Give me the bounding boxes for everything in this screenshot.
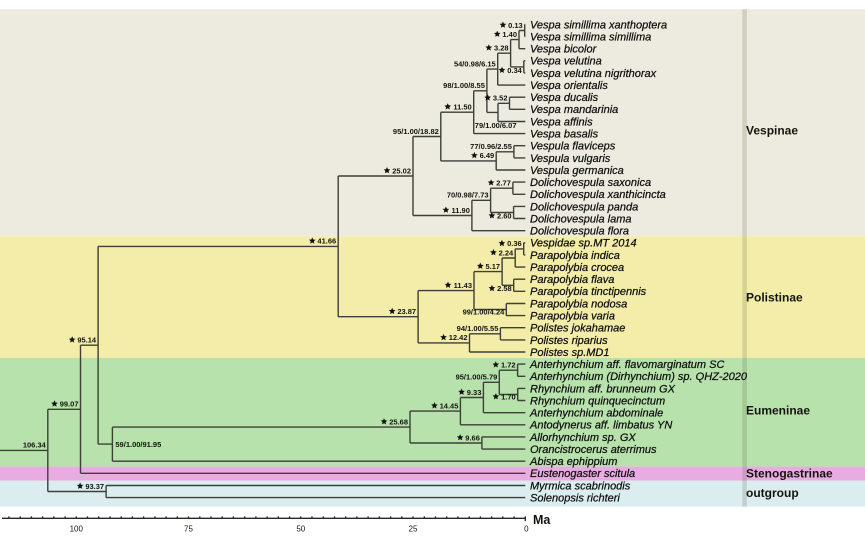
svg-text:Vespa velutina nigrithorax: Vespa velutina nigrithorax bbox=[530, 68, 657, 80]
svg-text:1.40: 1.40 bbox=[502, 30, 517, 39]
svg-text:Parapolybia flava: Parapolybia flava bbox=[530, 274, 614, 286]
svg-text:Parapolybia indica: Parapolybia indica bbox=[530, 250, 620, 262]
svg-text:Vespa velutina: Vespa velutina bbox=[530, 56, 602, 68]
svg-text:100: 100 bbox=[70, 525, 84, 534]
svg-text:Antodynerus aff. limbatus YN: Antodynerus aff. limbatus YN bbox=[529, 420, 672, 432]
svg-text:99/1.00/4.24: 99/1.00/4.24 bbox=[463, 308, 506, 317]
svg-text:2.58: 2.58 bbox=[497, 284, 512, 293]
svg-text:12.42: 12.42 bbox=[449, 333, 468, 342]
svg-text:Allorhynchium sp. GX: Allorhynchium sp. GX bbox=[529, 432, 636, 444]
svg-text:Parapolybia nodosa: Parapolybia nodosa bbox=[530, 298, 627, 310]
svg-text:11.90: 11.90 bbox=[452, 206, 470, 215]
svg-text:106.34: 106.34 bbox=[23, 441, 47, 450]
svg-text:95/1.00/18.82: 95/1.00/18.82 bbox=[393, 127, 439, 136]
svg-text:25: 25 bbox=[409, 525, 418, 534]
svg-text:23.87: 23.87 bbox=[397, 307, 416, 316]
svg-text:Parapolybia crocea: Parapolybia crocea bbox=[530, 262, 624, 274]
svg-text:Polistes riparius: Polistes riparius bbox=[530, 335, 608, 347]
svg-text:1.70: 1.70 bbox=[501, 392, 516, 401]
svg-text:Polistes sp.MD1: Polistes sp.MD1 bbox=[530, 347, 609, 359]
svg-text:Vespula germanica: Vespula germanica bbox=[530, 165, 624, 177]
svg-text:0: 0 bbox=[524, 525, 529, 534]
svg-text:Stenogastrinae: Stenogastrinae bbox=[746, 467, 833, 481]
svg-text:Vespidae sp.MT 2014: Vespidae sp.MT 2014 bbox=[530, 238, 637, 250]
svg-text:95.14: 95.14 bbox=[77, 336, 97, 345]
svg-text:Anterhynchium aff. flavomargin: Anterhynchium aff. flavomarginatum SC bbox=[529, 359, 724, 371]
svg-text:Orancistrocerus aterrimus: Orancistrocerus aterrimus bbox=[530, 444, 657, 456]
svg-text:50: 50 bbox=[296, 525, 305, 534]
svg-text:3.52: 3.52 bbox=[493, 94, 508, 103]
svg-text:Solenopsis richteri: Solenopsis richteri bbox=[530, 493, 620, 505]
svg-text:9.66: 9.66 bbox=[465, 433, 480, 442]
svg-text:3.28: 3.28 bbox=[494, 44, 509, 53]
svg-text:Vespa simillima xanthoptera: Vespa simillima xanthoptera bbox=[530, 19, 667, 31]
svg-text:5.17: 5.17 bbox=[485, 262, 500, 271]
svg-text:Parapolybia varia: Parapolybia varia bbox=[530, 311, 615, 323]
svg-text:25.02: 25.02 bbox=[392, 166, 411, 175]
svg-text:94/1.00/5.55: 94/1.00/5.55 bbox=[457, 324, 499, 333]
svg-text:70/0.98/7.73: 70/0.98/7.73 bbox=[447, 191, 489, 200]
svg-text:11.43: 11.43 bbox=[454, 281, 472, 290]
svg-text:0.13: 0.13 bbox=[508, 21, 523, 30]
svg-text:Dolichovespula xanthicincta: Dolichovespula xanthicincta bbox=[530, 189, 666, 201]
svg-text:Rhynchium aff. brunneum GX: Rhynchium aff. brunneum GX bbox=[530, 383, 676, 395]
svg-text:Vespa basalis: Vespa basalis bbox=[530, 129, 599, 141]
svg-text:79/1.00/6.07: 79/1.00/6.07 bbox=[475, 121, 517, 130]
svg-text:outgroup: outgroup bbox=[746, 486, 799, 500]
svg-text:Polistinae: Polistinae bbox=[746, 290, 803, 304]
svg-text:Vespula flaviceps: Vespula flaviceps bbox=[530, 141, 616, 153]
svg-text:Vespa mandarinia: Vespa mandarinia bbox=[530, 104, 618, 116]
svg-text:Anterhynchium (Dirhynchium) sp: Anterhynchium (Dirhynchium) sp. QHZ-2020 bbox=[529, 371, 748, 383]
svg-text:59/1.00/91.95: 59/1.00/91.95 bbox=[115, 440, 161, 449]
svg-text:9.33: 9.33 bbox=[467, 388, 482, 397]
svg-text:75: 75 bbox=[184, 525, 193, 534]
svg-text:Eustenogaster scitula: Eustenogaster scitula bbox=[530, 468, 635, 480]
svg-text:Vespa bicolor: Vespa bicolor bbox=[530, 44, 598, 56]
svg-text:95/1.00/5.79: 95/1.00/5.79 bbox=[456, 373, 498, 382]
svg-text:98/1.00/8.55: 98/1.00/8.55 bbox=[443, 81, 485, 90]
svg-text:2.60: 2.60 bbox=[497, 211, 512, 220]
svg-text:Dolichovespula saxonica: Dolichovespula saxonica bbox=[530, 177, 651, 189]
svg-text:1.72: 1.72 bbox=[501, 361, 516, 370]
svg-text:2.77: 2.77 bbox=[496, 179, 511, 188]
svg-text:Vespa affinis: Vespa affinis bbox=[530, 116, 593, 128]
svg-text:Eumeninae: Eumeninae bbox=[746, 403, 810, 417]
svg-text:11.50: 11.50 bbox=[453, 103, 471, 112]
svg-text:Vespa orientalis: Vespa orientalis bbox=[530, 80, 608, 92]
svg-text:Dolichovespula panda: Dolichovespula panda bbox=[530, 201, 638, 213]
svg-text:Abispa ephippium: Abispa ephippium bbox=[529, 456, 617, 468]
svg-text:77/0.96/2.55: 77/0.96/2.55 bbox=[470, 142, 512, 151]
svg-text:2.24: 2.24 bbox=[499, 248, 514, 257]
svg-text:Vespinae: Vespinae bbox=[746, 123, 798, 137]
svg-text:Vespula vulgaris: Vespula vulgaris bbox=[530, 153, 611, 165]
svg-text:Ma: Ma bbox=[533, 513, 551, 527]
svg-text:Rhynchium quinquecinctum: Rhynchium quinquecinctum bbox=[530, 395, 665, 407]
svg-text:14.45: 14.45 bbox=[440, 401, 459, 410]
svg-text:41.66: 41.66 bbox=[317, 237, 336, 246]
svg-text:Parapolybia tinctipennis: Parapolybia tinctipennis bbox=[530, 286, 647, 298]
svg-text:Myrmica scabrinodis: Myrmica scabrinodis bbox=[530, 480, 631, 492]
svg-text:0.34: 0.34 bbox=[507, 66, 522, 75]
svg-text:93.37: 93.37 bbox=[85, 482, 104, 491]
svg-text:Dolichovespula flora: Dolichovespula flora bbox=[530, 226, 629, 238]
svg-text:Dolichovespula lama: Dolichovespula lama bbox=[530, 213, 632, 225]
svg-text:Polistes jokahamae: Polistes jokahamae bbox=[530, 323, 625, 335]
svg-text:25.68: 25.68 bbox=[389, 417, 408, 426]
svg-text:Vespa simillima simillima: Vespa simillima simillima bbox=[530, 31, 651, 43]
svg-text:0.36: 0.36 bbox=[507, 239, 522, 248]
svg-text:Anterhynchium abdominale: Anterhynchium abdominale bbox=[529, 408, 663, 420]
svg-text:Vespa ducalis: Vespa ducalis bbox=[530, 92, 599, 104]
svg-text:6.49: 6.49 bbox=[480, 151, 495, 160]
svg-text:54/0.98/6.15: 54/0.98/6.15 bbox=[454, 59, 496, 68]
svg-text:99.07: 99.07 bbox=[60, 400, 79, 409]
